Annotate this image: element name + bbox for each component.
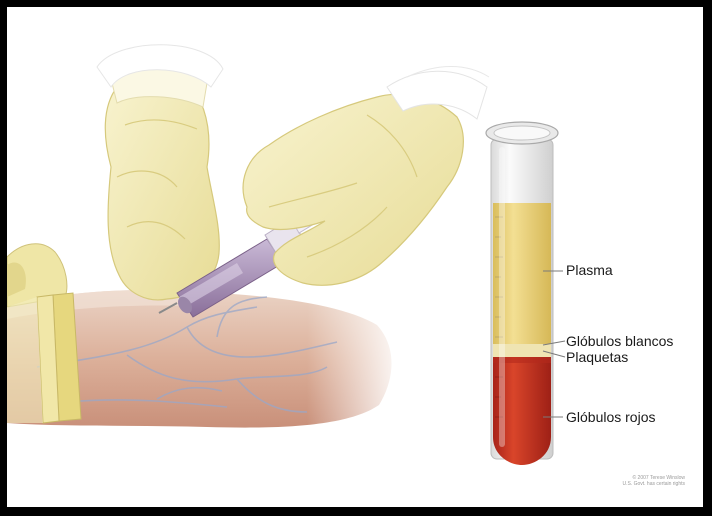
label-platelets: Plaquetas: [566, 349, 628, 365]
left-gloved-hand: [97, 45, 223, 300]
right-gloved-hand: [243, 67, 489, 286]
illustration-frame: Plasma Glóbulos blancos Plaquetas Glóbul…: [7, 7, 703, 507]
credit-line-2: U.S. Govt. has certain rights: [585, 481, 685, 487]
blood-draw-illustration: [7, 7, 703, 507]
tourniquet: [7, 244, 81, 423]
label-white-blood-cells: Glóbulos blancos: [566, 333, 673, 349]
test-tube: [486, 122, 558, 465]
copyright-credit: © 2007 Terese Winslow U.S. Govt. has cer…: [585, 475, 685, 487]
label-plasma: Plasma: [566, 262, 613, 278]
label-red-blood-cells: Glóbulos rojos: [566, 409, 656, 425]
